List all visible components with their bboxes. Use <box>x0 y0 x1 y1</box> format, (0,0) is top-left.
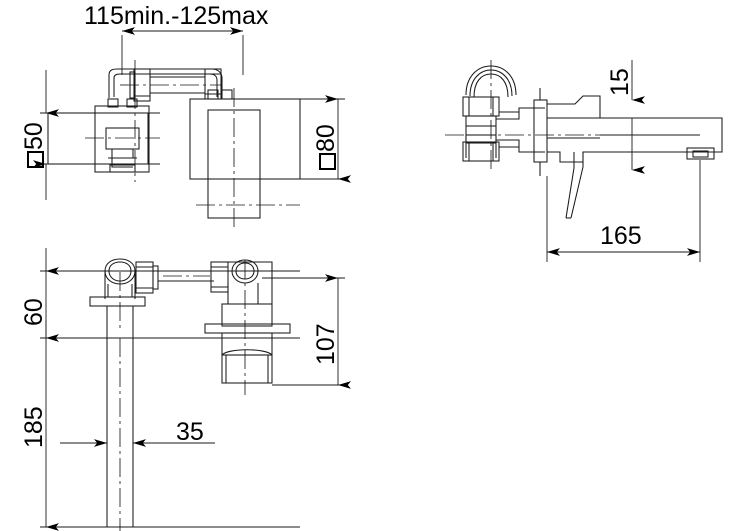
dimension-label-projection-165: 165 <box>600 222 642 250</box>
plan-view-geometry <box>89 258 291 527</box>
plan-view-dimension-lines <box>40 248 351 531</box>
dimension-label-spout-height-15: 15 <box>606 68 634 96</box>
dimension-label-height-60: 60 <box>20 298 48 326</box>
side-view-dimension-lines <box>546 60 701 262</box>
side-view-geometry <box>462 65 723 219</box>
dimension-label-width-35: 35 <box>176 418 204 446</box>
square-symbol-icon <box>319 153 336 170</box>
square-symbol-icon <box>27 151 44 168</box>
dimension-label-spread-range: 115min.-125max <box>84 2 269 30</box>
dimension-label-inlet-square: 50 <box>20 122 48 168</box>
front-view-geometry <box>47 68 301 219</box>
plan-view-centrelines <box>119 260 246 531</box>
side-view-centrelines <box>445 60 600 170</box>
dimension-label-depth-107: 107 <box>312 323 340 365</box>
dimension-label-height-185: 185 <box>20 406 48 448</box>
dimension-label-body-square: 80 <box>312 124 340 170</box>
front-view-dimension-lines <box>33 27 351 200</box>
front-view-centrelines <box>85 60 300 230</box>
